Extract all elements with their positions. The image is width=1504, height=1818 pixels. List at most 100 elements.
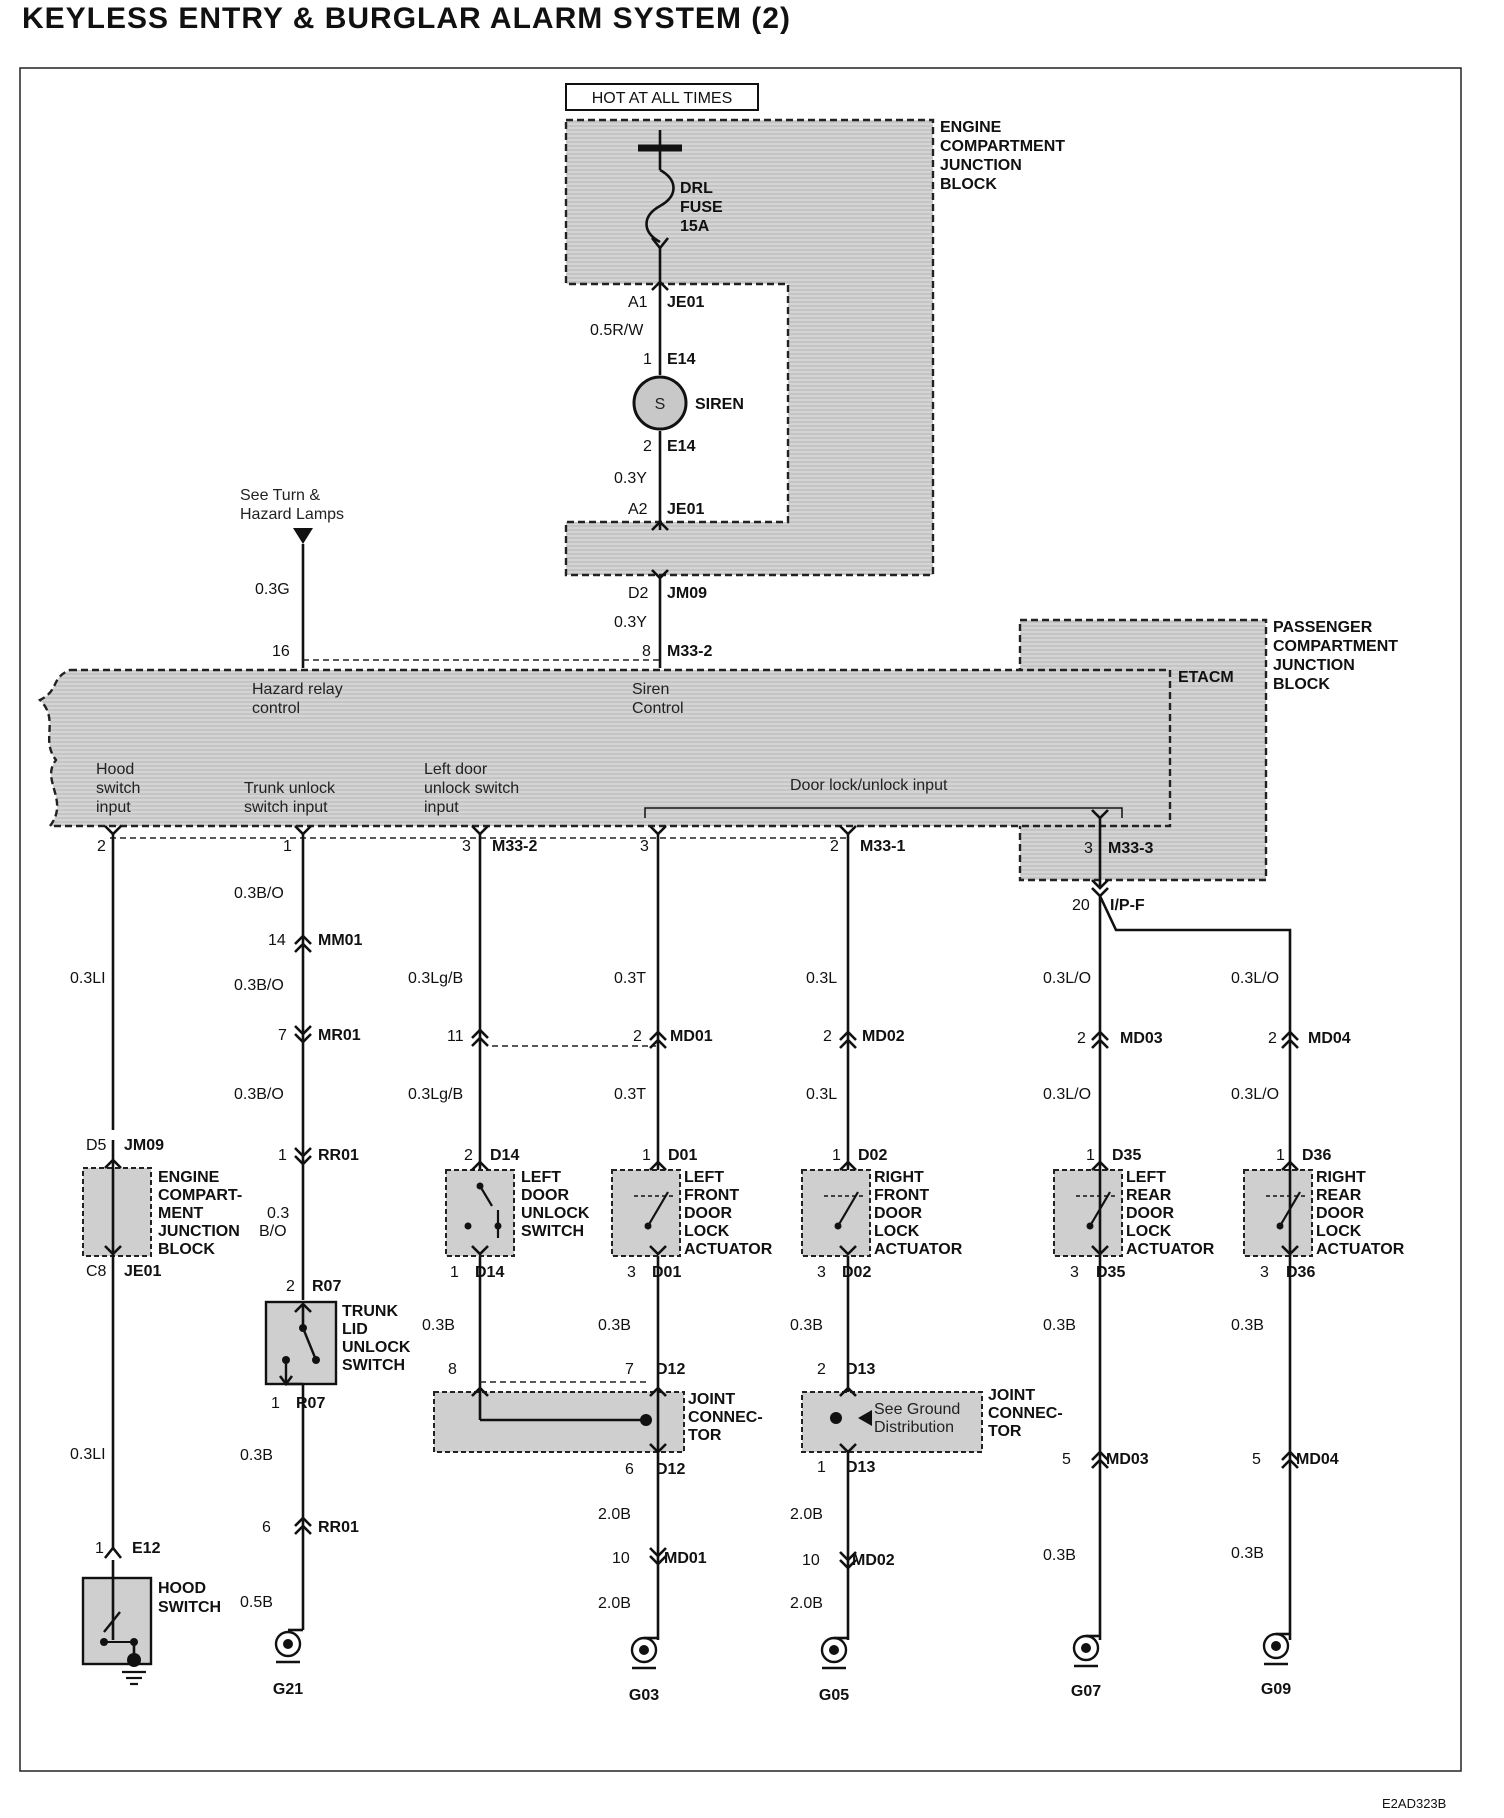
pin-a1: A1 xyxy=(628,294,648,311)
svg-text:LOCK: LOCK xyxy=(1126,1223,1172,1240)
svg-text:FRONT: FRONT xyxy=(874,1187,929,1204)
pin-6-d12: 6 xyxy=(625,1461,634,1478)
connector-je01: JE01 xyxy=(667,294,704,311)
pin-d2: D2 xyxy=(628,585,649,602)
svg-text:COMPARTMENT: COMPARTMENT xyxy=(1273,638,1398,655)
connector-md01: MD01 xyxy=(670,1028,713,1045)
svg-text:FRONT: FRONT xyxy=(684,1187,739,1204)
wire-0-3b-md03: 0.3B xyxy=(1043,1547,1076,1564)
right-rear-actuator-label: RIGHT REAR DOOR LOCK ACTUATOR xyxy=(1316,1169,1405,1258)
pin-2-md02: 2 xyxy=(823,1028,832,1045)
wire-0-3b-d35: 0.3B xyxy=(1043,1317,1076,1334)
svg-text:COMPARTMENT: COMPARTMENT xyxy=(940,138,1065,155)
pin-1-d35: 1 xyxy=(1086,1147,1095,1164)
wire-0-3lo-d: 0.3L/O xyxy=(1231,1086,1279,1103)
svg-text:DOOR: DOOR xyxy=(1316,1205,1364,1222)
svg-text:LOCK: LOCK xyxy=(1316,1223,1362,1240)
pin-20: 20 xyxy=(1072,897,1090,914)
connector-e14: E14 xyxy=(667,351,696,368)
wire-0-3t: 0.3T xyxy=(614,970,646,987)
pin-a2: A2 xyxy=(628,501,648,518)
svg-text:input: input xyxy=(424,799,459,816)
connector-d12-b: D12 xyxy=(656,1461,685,1478)
pin-11: 11 xyxy=(447,1028,464,1045)
svg-text:DRL: DRL xyxy=(680,180,713,197)
diagram-frame xyxy=(19,67,1462,1772)
connector-md03: MD03 xyxy=(1120,1030,1163,1047)
svg-text:JUNCTION: JUNCTION xyxy=(158,1223,240,1240)
wire-0-3lgb: 0.3Lg/B xyxy=(408,970,463,987)
connector-d02-b: D02 xyxy=(842,1264,871,1281)
svg-text:TRUNK: TRUNK xyxy=(342,1303,398,1320)
wire-0-3-bo-a: 0.3 xyxy=(267,1205,289,1222)
hazard-ref-line1: See Turn & xyxy=(240,487,320,504)
svg-text:REAR: REAR xyxy=(1316,1187,1362,1204)
connector-e12: E12 xyxy=(132,1540,161,1557)
connector-d36: D36 xyxy=(1302,1147,1331,1164)
siren-control-label: Siren Control xyxy=(632,681,684,717)
see-ground-distribution-label: See Ground Distribution xyxy=(874,1401,960,1436)
svg-text:LOCK: LOCK xyxy=(684,1223,730,1240)
etacm-label: ETACM xyxy=(1178,669,1234,686)
connector-mr01: MR01 xyxy=(318,1027,361,1044)
left-door-unlock-circuit xyxy=(433,825,685,1453)
left-door-unlock-input-label: Left door unlock switch input xyxy=(424,761,519,816)
ground-g07: G07 xyxy=(1071,1683,1101,1700)
pin-6: 6 xyxy=(262,1519,271,1536)
trunk-pin-1: 1 xyxy=(283,838,292,855)
connector-d02: D02 xyxy=(858,1147,887,1164)
door-lock-bracket xyxy=(644,807,1123,818)
ground-g05: G05 xyxy=(819,1687,849,1704)
wire-0-3bo-c: 0.3B/O xyxy=(234,1086,284,1103)
connector-d13-b: D13 xyxy=(846,1459,875,1476)
svg-text:RIGHT: RIGHT xyxy=(1316,1169,1366,1186)
svg-text:ACTUATOR: ACTUATOR xyxy=(684,1241,773,1258)
connector-ipf: I/P-F xyxy=(1110,897,1145,914)
svg-text:ACTUATOR: ACTUATOR xyxy=(874,1241,963,1258)
svg-text:SWITCH: SWITCH xyxy=(521,1223,584,1240)
connector-d13: D13 xyxy=(846,1361,875,1378)
svg-text:COMPART-: COMPART- xyxy=(158,1187,242,1204)
pin-1-d01: 1 xyxy=(642,1147,651,1164)
svg-text:Hazard relay: Hazard relay xyxy=(252,681,343,698)
connector-d01: D01 xyxy=(668,1147,697,1164)
connector-d01-b: D01 xyxy=(652,1264,681,1281)
left-front-pin-3: 3 xyxy=(640,838,649,855)
svg-text:JOINT: JOINT xyxy=(688,1391,735,1408)
svg-text:SWITCH: SWITCH xyxy=(342,1357,405,1374)
wire-0-3l: 0.3L xyxy=(806,970,837,987)
connector-m33-3: M33-3 xyxy=(1108,840,1153,857)
pin-2-r07: 2 xyxy=(286,1278,295,1295)
joint-connector-d12-label: JOINT CONNEC- TOR xyxy=(688,1391,763,1444)
diagram-title: KEYLESS ENTRY & BURGLAR ALARM SYSTEM (2) xyxy=(22,2,791,35)
pin-5-md03: 5 xyxy=(1062,1451,1071,1468)
pin-14: 14 xyxy=(268,932,286,949)
svg-text:BLOCK: BLOCK xyxy=(940,176,997,193)
pin-5-md04: 5 xyxy=(1252,1451,1261,1468)
svg-text:DOOR: DOOR xyxy=(1126,1205,1174,1222)
svg-text:RIGHT: RIGHT xyxy=(874,1169,924,1186)
pin-1-e12: 1 xyxy=(95,1540,104,1557)
hood-ecjb-label: ENGINE COMPART- MENT JUNCTION BLOCK xyxy=(158,1169,242,1258)
engine-compartment-junction-block xyxy=(564,118,935,577)
svg-text:TOR: TOR xyxy=(988,1423,1022,1440)
pin-2-md04: 2 xyxy=(1268,1030,1277,1047)
svg-text:Control: Control xyxy=(632,700,684,717)
pin-1-d36: 1 xyxy=(1276,1147,1285,1164)
connector-d12: D12 xyxy=(656,1361,685,1378)
wire-0-3bo-b: 0.3B/O xyxy=(234,977,284,994)
right-front-actuator-circuit xyxy=(801,825,983,1670)
svg-text:SWITCH: SWITCH xyxy=(158,1599,221,1616)
connector-md02-b: MD02 xyxy=(852,1552,895,1569)
pin-2-md01: 2 xyxy=(633,1028,642,1045)
right-front-actuator-label: RIGHT FRONT DOOR LOCK ACTUATOR xyxy=(874,1169,963,1258)
door-lock-input-label: Door lock/unlock input xyxy=(790,777,948,794)
pin-d5: D5 xyxy=(86,1137,107,1154)
wire-0-3b-trunk: 0.3B xyxy=(240,1447,273,1464)
svg-text:UNLOCK: UNLOCK xyxy=(342,1339,411,1356)
left-door-unlock-switch-label: LEFT DOOR UNLOCK SWITCH xyxy=(521,1169,590,1240)
connector-d35-b: D35 xyxy=(1096,1264,1125,1281)
svg-text:HOOD: HOOD xyxy=(158,1580,206,1597)
ground-g21: G21 xyxy=(273,1681,303,1698)
